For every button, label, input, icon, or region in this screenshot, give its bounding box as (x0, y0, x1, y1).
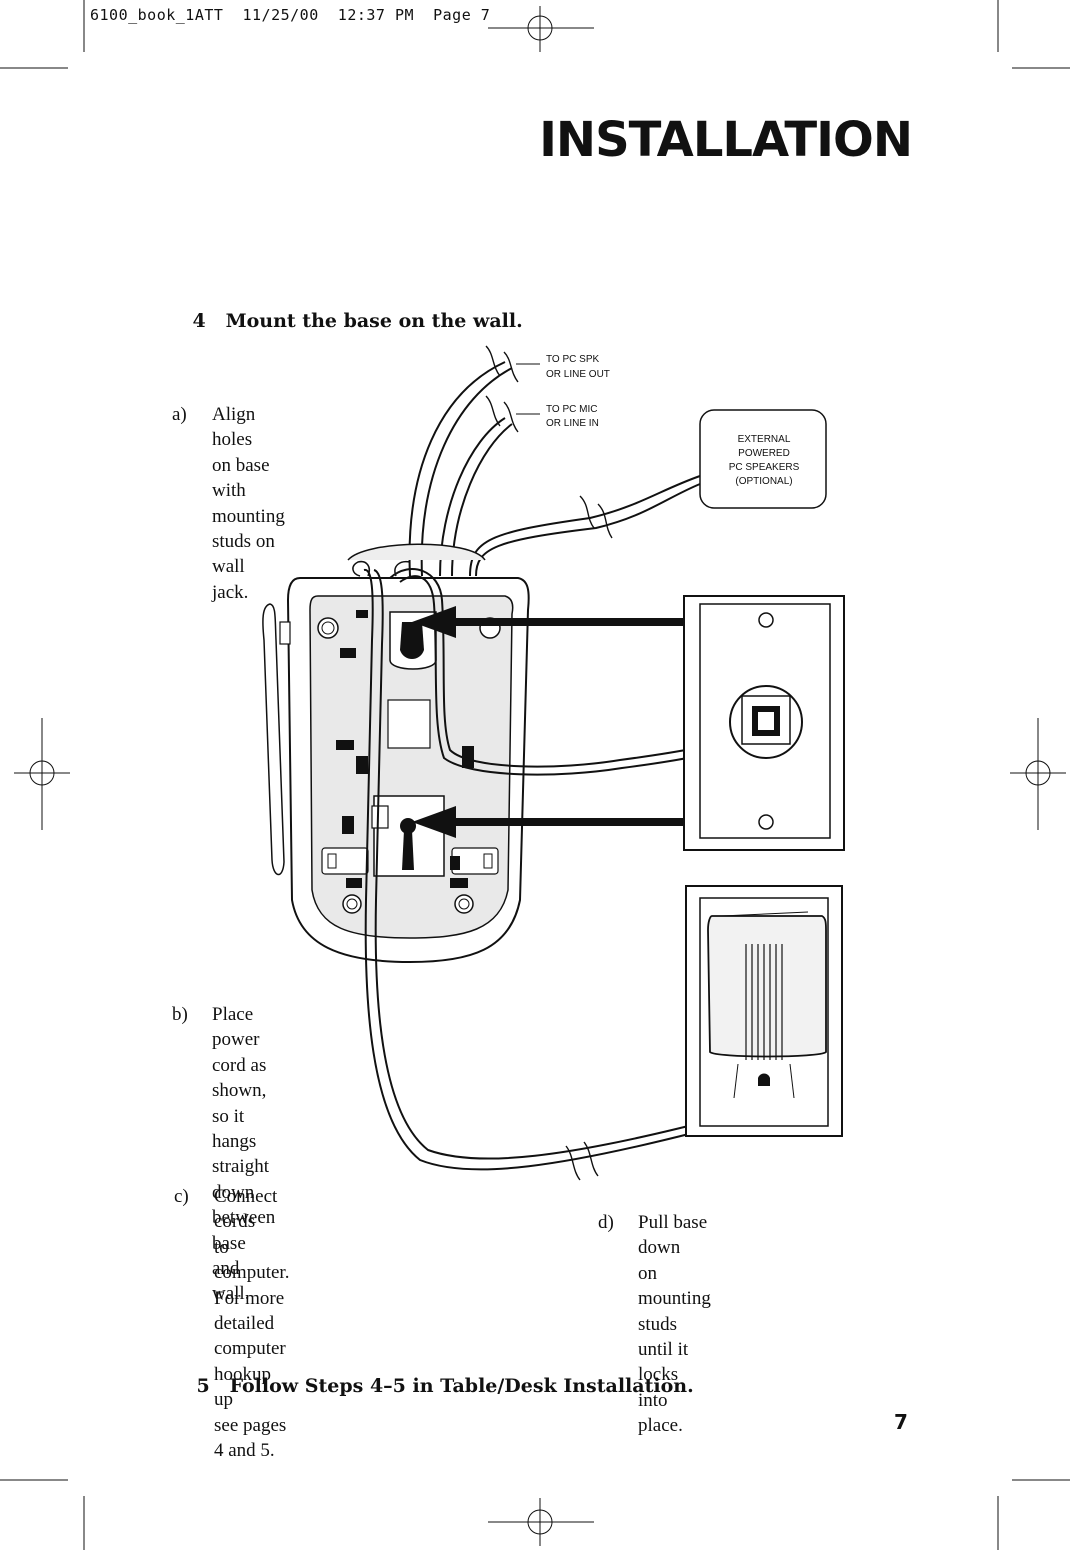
spk-label-line-1: TO PC SPK (546, 354, 599, 365)
ext-label-line-3: PC SPEAKERS (729, 462, 800, 473)
instruction-a-label: a) (172, 404, 187, 425)
instruction-d-label: d) (598, 1212, 614, 1233)
instruction-b-text: Place power cord as shown, so it hangs s… (212, 1004, 276, 1305)
cord-break-marks (485, 345, 613, 1181)
pc-labels: TO PC SPK OR LINE OUT TO PC MIC OR LINE … (546, 354, 610, 429)
mic-label-line-2: OR LINE IN (546, 418, 599, 429)
step-4-heading: 4 Mount the base on the wall. (166, 288, 523, 354)
instruction-c-text: Connect cords to computer. For more deta… (214, 1186, 290, 1462)
registration-mark-bottom (527, 1498, 553, 1546)
page-title: INSTALLATION (539, 112, 913, 168)
page-number: 7 (894, 1410, 908, 1434)
instruction-b-label: b) (172, 1004, 188, 1025)
registration-mark-right (1010, 718, 1066, 830)
spk-label-line-2: OR LINE OUT (546, 369, 610, 380)
print-slug: 6100_book_1ATT 11/25/00 12:37 PM Page 7 (90, 6, 491, 24)
step-4-number: 4 (192, 310, 206, 332)
step-5-number: 5 (196, 1375, 210, 1397)
ext-label-line-4: (OPTIONAL) (735, 476, 792, 487)
wall-jack-plate (683, 595, 845, 851)
step-5-text: Follow Steps 4–5 in Table/Desk Installat… (229, 1375, 694, 1397)
instruction-c-label: c) (174, 1186, 189, 1207)
step-4-text: Mount the base on the wall. (225, 310, 523, 332)
external-speakers-box: EXTERNAL POWERED PC SPEAKERS (OPTIONAL) (699, 409, 827, 509)
phone-line-cord (389, 568, 757, 776)
cord-lead-lines (516, 363, 540, 415)
instruction-a-text: Align holes on base with mounting studs … (212, 404, 285, 603)
pc-cords (408, 361, 701, 577)
registration-mark-left (14, 718, 70, 830)
ext-label-line-1: EXTERNAL (738, 434, 791, 445)
phone-base-illustration (262, 543, 530, 964)
registration-mark-top (527, 6, 553, 52)
mic-label-line-1: TO PC MIC (546, 404, 597, 415)
wall-outlet-with-adapter (685, 885, 843, 1137)
step-5-heading: 5 Follow Steps 4–5 in Table/Desk Install… (170, 1353, 694, 1419)
instruction-d-text: Pull base down on mounting studs until i… (638, 1212, 711, 1437)
ext-label-line-2: POWERED (738, 448, 790, 459)
